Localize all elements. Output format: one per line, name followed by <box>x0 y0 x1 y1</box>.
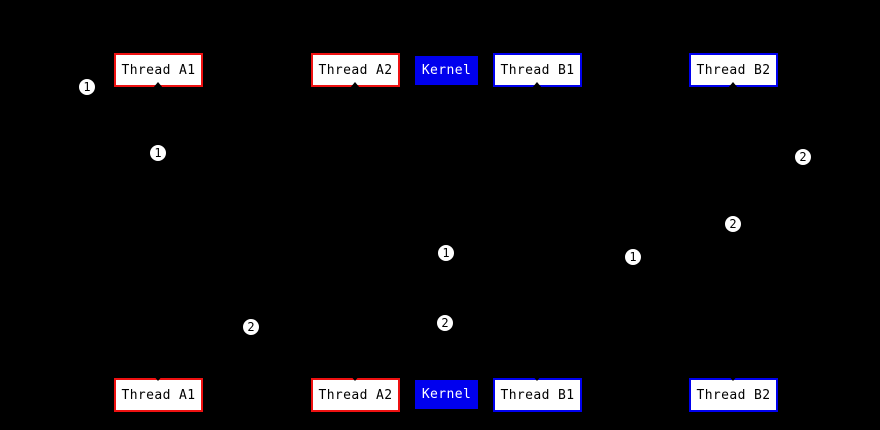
thread-b1-box-top: Thread B1 <box>493 53 582 87</box>
arrowhead-icon <box>532 375 542 381</box>
step-marker: 2 <box>241 317 261 337</box>
arrowhead-icon <box>153 375 163 381</box>
step-marker: 1 <box>77 77 97 97</box>
step-marker: 2 <box>793 147 813 167</box>
step-marker: 1 <box>436 243 456 263</box>
arrowhead-icon <box>532 82 542 88</box>
arrowhead-icon <box>728 375 738 381</box>
arrowhead-icon <box>153 82 163 88</box>
step-marker: 2 <box>435 313 455 333</box>
kernel-box-top: Kernel <box>415 56 478 85</box>
step-marker: 1 <box>623 247 643 267</box>
step-marker: 2 <box>723 214 743 234</box>
thread-b2-box-bottom: Thread B2 <box>689 378 778 412</box>
thread-a1-box-bottom: Thread A1 <box>114 378 203 412</box>
thread-b1-box-bottom: Thread B1 <box>493 378 582 412</box>
step-marker: 1 <box>148 143 168 163</box>
arrowhead-icon <box>350 375 360 381</box>
arrowhead-icon <box>728 82 738 88</box>
arrowhead-icon <box>350 82 360 88</box>
kernel-box-bottom: Kernel <box>415 380 478 409</box>
thread-a2-box-bottom: Thread A2 <box>311 378 400 412</box>
thread-a1-box-top: Thread A1 <box>114 53 203 87</box>
